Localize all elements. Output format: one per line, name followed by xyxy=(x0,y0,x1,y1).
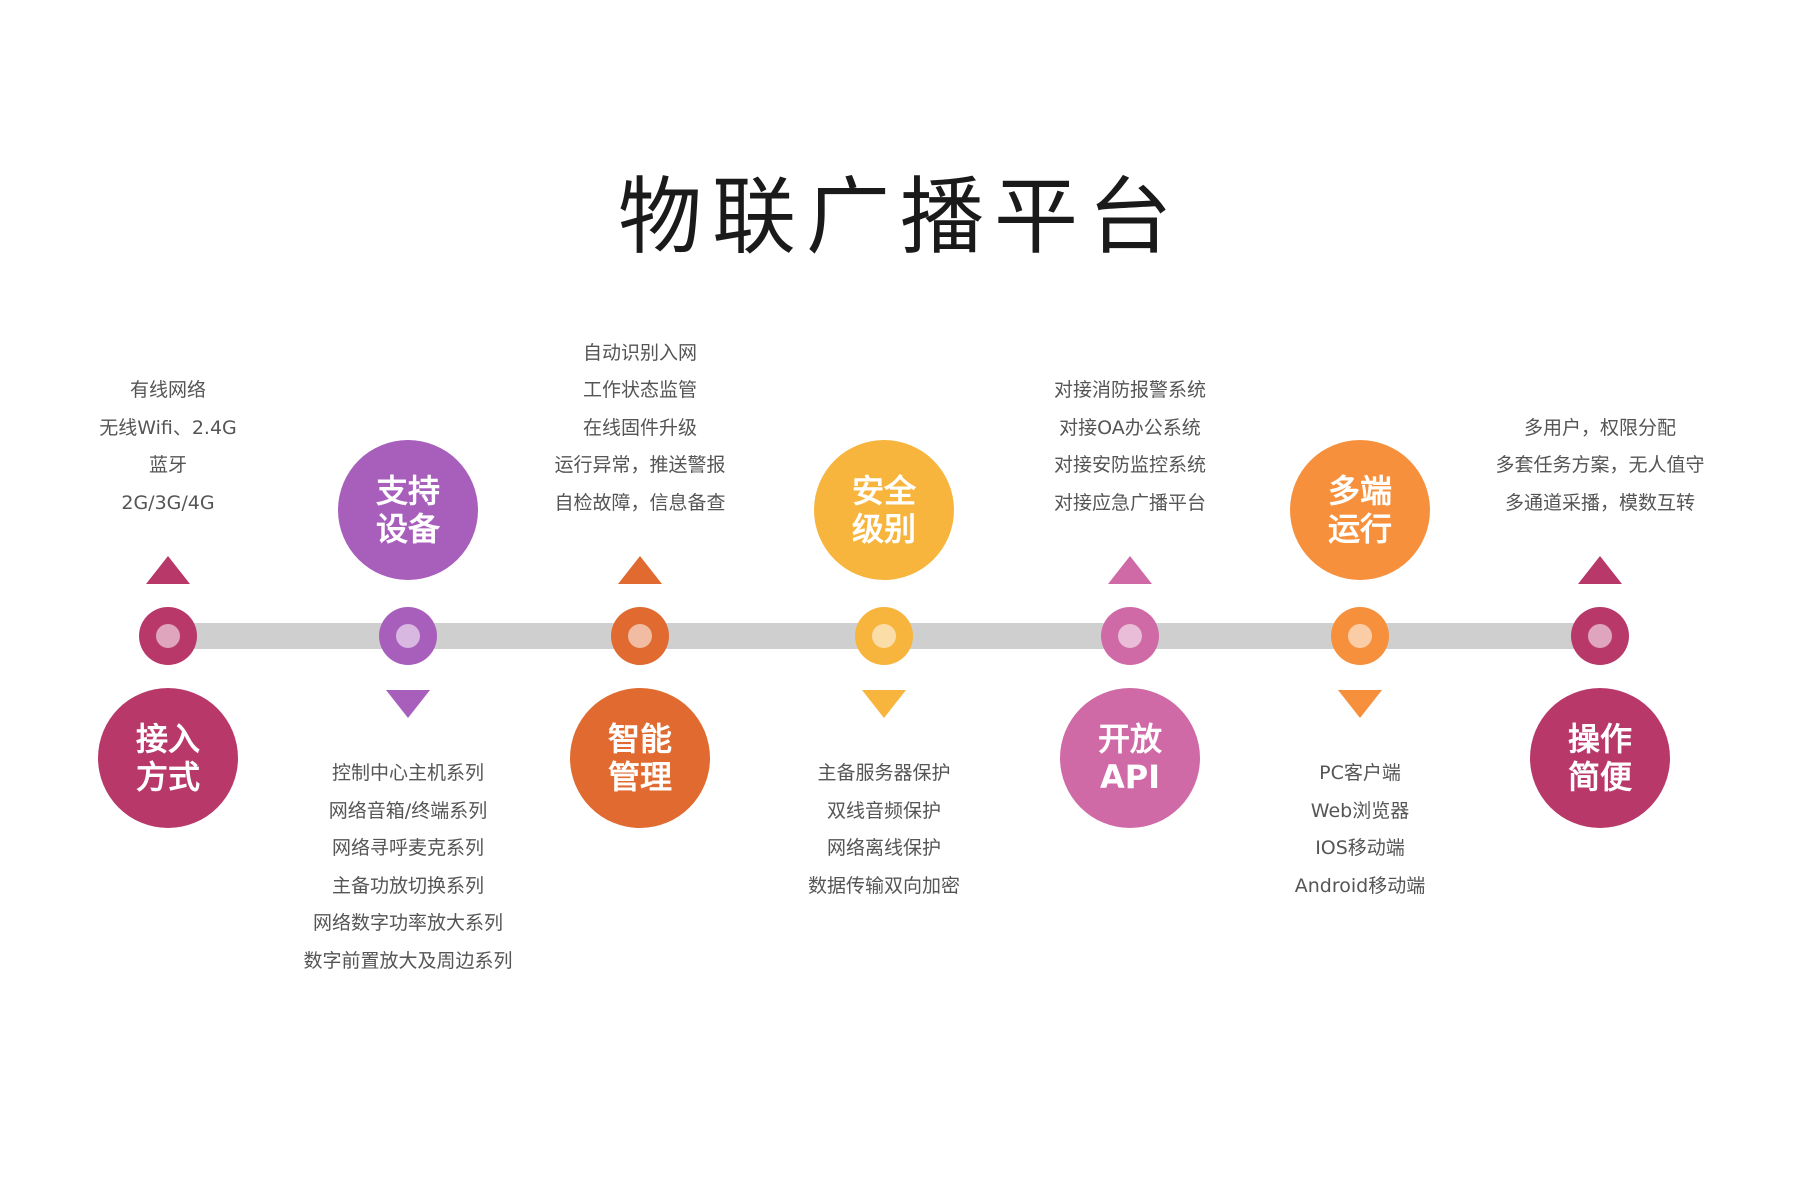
timeline-node-ops xyxy=(1571,607,1629,665)
feature-item: 自动识别入网 xyxy=(582,341,698,364)
stage-label: 方式 xyxy=(135,758,200,796)
feature-list-access: 有线网络无线Wifi、2.4G 蓝牙 2G/3G/4G xyxy=(99,372,237,522)
feature-list-security: 主备服务器保护双线音频保护网络离线保护数据传输双向加密 xyxy=(808,755,960,905)
feature-item: 对接应急广播平台 xyxy=(1053,491,1207,514)
triangle-down-icon xyxy=(386,690,430,718)
stage-circle-multi: 多端运行 xyxy=(1290,440,1430,580)
timeline-node-devices xyxy=(379,607,437,665)
timeline-node-dot xyxy=(1588,624,1612,648)
feature-item: 在线固件升级 xyxy=(582,416,698,439)
timeline-node-multi xyxy=(1331,607,1389,665)
feature-item: 有线网络 xyxy=(129,379,206,401)
feature-item: 2G/3G/4G xyxy=(121,491,215,514)
feature-item: 数据传输双向加密 xyxy=(807,874,961,897)
stage-circle-access: 接入方式 xyxy=(98,688,238,828)
triangle-down-icon xyxy=(862,690,906,718)
feature-item: 运行异常，推送警报 xyxy=(554,454,726,476)
stage-circle-devices: 支持设备 xyxy=(338,440,478,580)
timeline-node-security xyxy=(855,607,913,665)
triangle-up-icon xyxy=(618,556,662,584)
timeline-node-dot xyxy=(156,624,180,648)
stage-circle-smart: 智能管理 xyxy=(570,688,710,828)
feature-list-devices: 控制中心主机系列网络音箱/终端系列网络寻呼麦克系列主备功放切换系列网络数字功率放… xyxy=(303,755,512,980)
feature-item: 多用户，权限分配 xyxy=(1523,416,1677,439)
feature-list-multi: PC客户端 Web浏览器 IOS移动端 Android移动端 xyxy=(1295,755,1425,905)
timeline-node-dot xyxy=(1118,624,1142,648)
page-title: 物联广播平台 xyxy=(617,168,1182,266)
feature-item: 多套任务方案，无人值守 xyxy=(1495,454,1705,476)
feature-list-smart: 自动识别入网工作状态监管在线固件升级运行异常，推送警报自检故障，信息备查 xyxy=(554,335,725,523)
stage-label: 设备 xyxy=(375,510,440,548)
feature-item: 自检故障，信息备查 xyxy=(554,491,726,514)
feature-item: Web浏览器 xyxy=(1310,799,1410,822)
timeline-node-dot xyxy=(1348,624,1372,648)
stage-label: 多端 xyxy=(1327,472,1392,510)
feature-item: 主备功放切换系列 xyxy=(331,874,485,897)
feature-item: 多通道采播，模数互转 xyxy=(1504,491,1696,514)
feature-item: 网络音箱/终端系列 xyxy=(328,799,488,822)
feature-item: 网络寻呼麦克系列 xyxy=(331,837,485,859)
feature-item: 控制中心主机系列 xyxy=(331,762,485,784)
stage-label: 安全 xyxy=(851,472,916,510)
stage-label: 操作 xyxy=(1567,720,1632,758)
feature-item: 网络数字功率放大系列 xyxy=(312,912,504,934)
stage-label: 支持 xyxy=(375,472,440,510)
stage-label: 运行 xyxy=(1327,510,1392,548)
timeline-node-access xyxy=(139,607,197,665)
triangle-down-icon xyxy=(1338,690,1382,718)
feature-item: IOS移动端 xyxy=(1315,837,1405,859)
timeline-node-api xyxy=(1101,607,1159,665)
feature-list-ops: 多用户，权限分配多套任务方案，无人值守多通道采播，模数互转 xyxy=(1495,410,1704,523)
timeline-node-dot xyxy=(872,624,896,648)
feature-item: 对接安防监控系统 xyxy=(1053,454,1207,476)
stage-label: 简便 xyxy=(1567,758,1632,796)
stage-label: 开放 xyxy=(1097,720,1162,758)
feature-item: 双线音频保护 xyxy=(826,799,942,822)
feature-item: 无线Wifi、2.4G xyxy=(99,416,237,439)
stage-circle-ops: 操作简便 xyxy=(1530,688,1670,828)
stage-label: 智能 xyxy=(607,720,672,758)
stage-label: 接入 xyxy=(135,720,200,758)
triangle-up-icon xyxy=(1108,556,1152,584)
feature-list-api: 对接消防报警系统对接OA办公系统对接安防监控系统对接应急广播平台 xyxy=(1054,372,1206,522)
feature-item: 网络离线保护 xyxy=(826,837,942,859)
timeline-node-dot xyxy=(628,624,652,648)
feature-item: 数字前置放大及周边系列 xyxy=(303,949,513,972)
feature-item: Android移动端 xyxy=(1294,874,1426,897)
feature-item: 主备服务器保护 xyxy=(817,762,951,784)
stage-circle-security: 安全级别 xyxy=(814,440,954,580)
triangle-up-icon xyxy=(1578,556,1622,584)
feature-item: 对接OA办公系统 xyxy=(1059,416,1201,439)
timeline-node-smart xyxy=(611,607,669,665)
stage-label: 管理 xyxy=(607,758,672,796)
timeline-node-dot xyxy=(396,624,420,648)
stage-label: 级别 xyxy=(851,510,916,548)
feature-item: 蓝牙 xyxy=(148,454,187,476)
feature-item: 对接消防报警系统 xyxy=(1053,379,1207,401)
feature-item: PC客户端 xyxy=(1319,762,1401,784)
triangle-up-icon xyxy=(146,556,190,584)
stage-label: API xyxy=(1099,758,1161,796)
feature-item: 工作状态监管 xyxy=(582,379,698,401)
